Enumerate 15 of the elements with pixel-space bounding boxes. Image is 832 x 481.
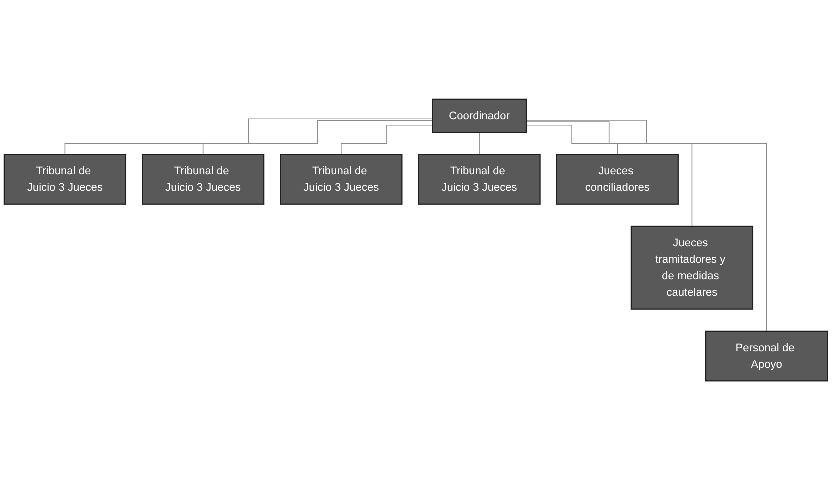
connector <box>526 122 693 228</box>
connector <box>479 132 480 156</box>
connector <box>341 125 433 156</box>
node-box: Tribunal de Juicio 3 Jueces <box>4 154 127 206</box>
connector <box>526 120 768 332</box>
node-box: Tribunal de Juicio 3 Jueces <box>142 154 265 206</box>
connector <box>202 120 433 156</box>
node-box: Jueces tramitadores y de medidas cautelares <box>630 226 754 310</box>
node-box: Personal de Apoyo <box>705 331 828 382</box>
connector <box>526 125 618 156</box>
connector <box>64 118 433 156</box>
node-box: Coordinador <box>432 99 528 134</box>
node-box: Tribunal de Juicio 3 Jueces <box>418 154 541 206</box>
node-box: Tribunal de Juicio 3 Jueces <box>280 154 403 206</box>
node-box: Jueces conciliadores <box>556 154 679 206</box>
